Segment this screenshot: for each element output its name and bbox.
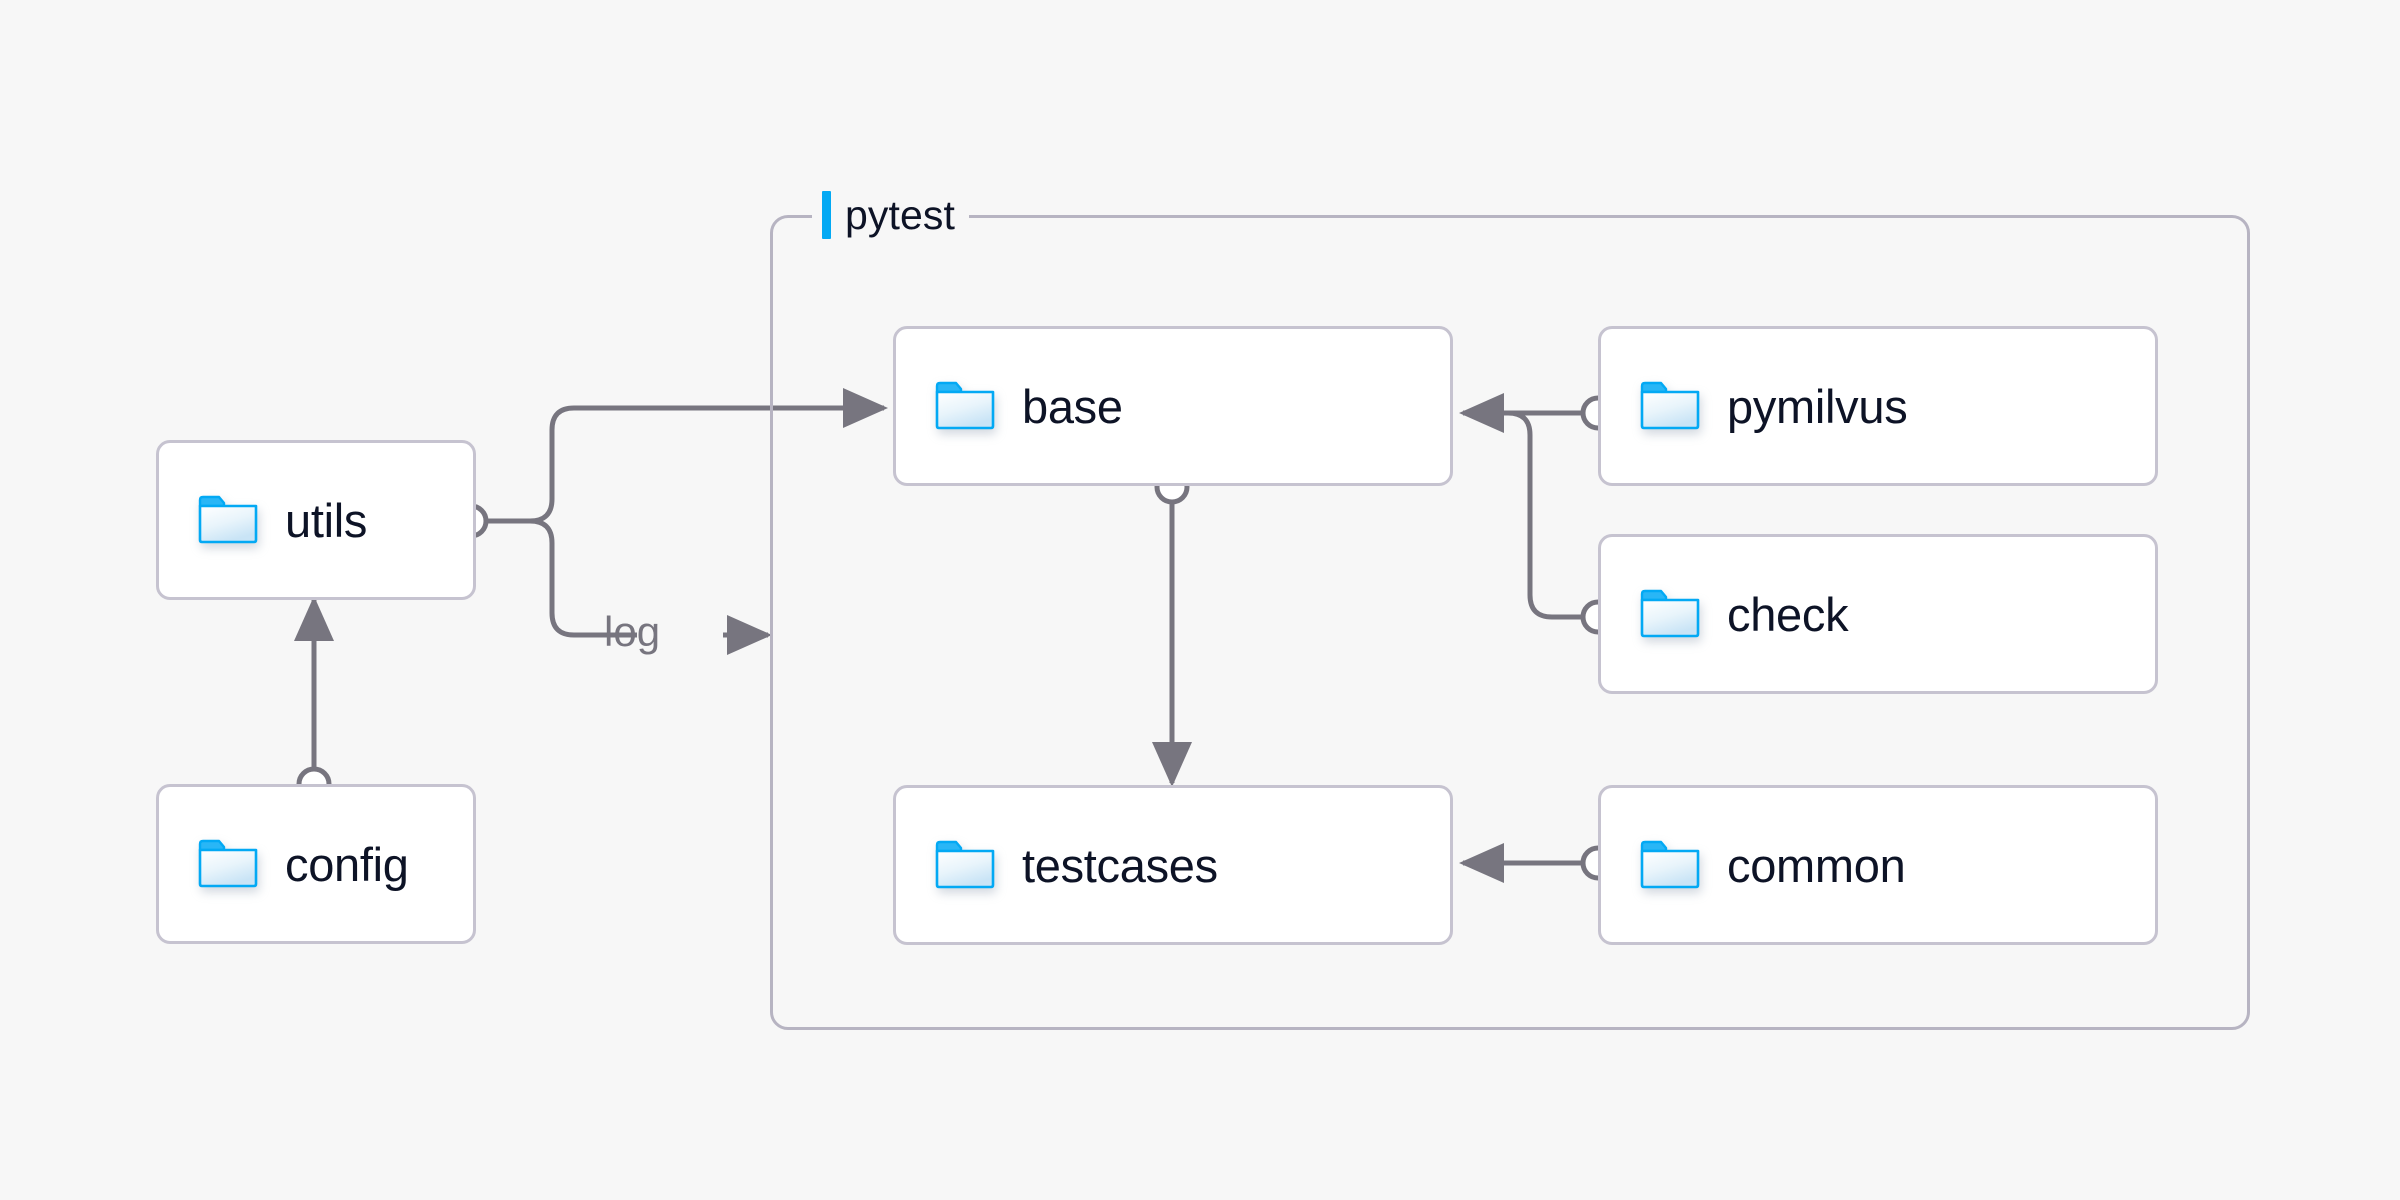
folder-icon [935, 381, 995, 430]
node-check[interactable]: check [1598, 534, 2158, 694]
node-label: config [285, 837, 409, 891]
node-label: check [1727, 587, 1849, 641]
group-pytest[interactable] [770, 215, 2250, 1030]
node-label: pymilvus [1727, 379, 1908, 433]
folder-icon [1640, 381, 1700, 430]
node-label: utils [285, 493, 368, 547]
node-config[interactable]: config [156, 784, 476, 944]
node-utils[interactable]: utils [156, 440, 476, 600]
edge-label-log: log [604, 608, 661, 655]
group-title: pytest [845, 192, 955, 238]
folder-icon [198, 495, 258, 544]
folder-icon [1640, 840, 1700, 889]
node-base[interactable]: base [893, 326, 1453, 486]
node-testcases[interactable]: testcases [893, 785, 1453, 945]
node-pymilvus[interactable]: pymilvus [1598, 326, 2158, 486]
folder-icon [935, 840, 995, 889]
folder-icon [1640, 589, 1700, 638]
accent-bar-icon [822, 191, 831, 239]
node-label: testcases [1022, 838, 1218, 892]
group-pytest-label: pytest [812, 186, 969, 244]
edge-config-utils [294, 595, 334, 802]
node-common[interactable]: common [1598, 785, 2158, 945]
node-label: base [1022, 379, 1123, 433]
folder-icon [198, 839, 258, 888]
node-label: common [1727, 838, 1906, 892]
